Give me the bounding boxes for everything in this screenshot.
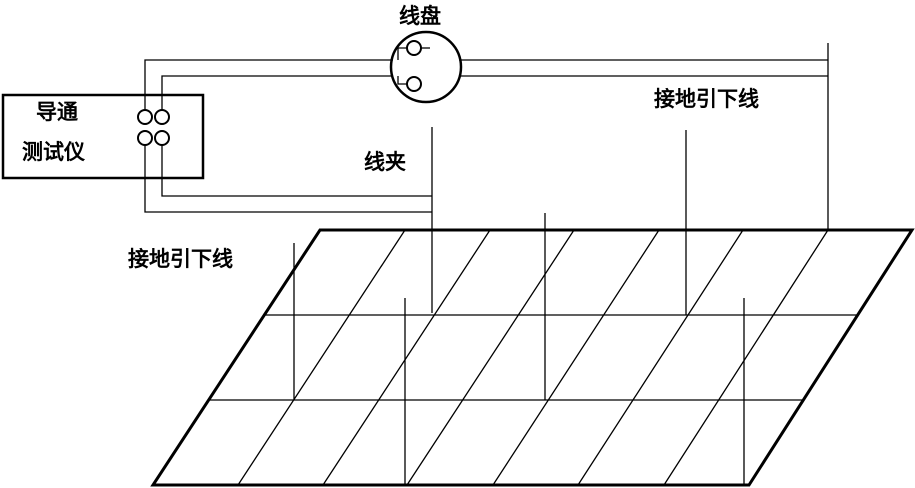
wire-reel-label: 线盘 [399,4,441,28]
conduction-tester-box [1,93,205,180]
tester-terminal-3 [137,130,153,146]
grid-lines [210,229,857,486]
wire-reel [389,30,463,104]
test-leads [144,47,828,313]
grounding-grid-outline [150,228,915,487]
tester-terminal-4 [154,130,170,146]
tester-terminal-1 [137,109,153,125]
tester-terminal-2 [154,109,170,125]
down-conductor-label-left: 接地引下线 [128,247,233,271]
tester-label-line2: 测试仪 [22,140,85,164]
clamp-label: 线夹 [364,150,406,174]
down-conductors [293,43,829,485]
reel-terminal-bottom [406,76,422,92]
reel-terminal-top [406,40,422,56]
tester-label-line1: 导通 [36,100,78,124]
down-conductor-label-right: 接地引下线 [654,87,759,111]
